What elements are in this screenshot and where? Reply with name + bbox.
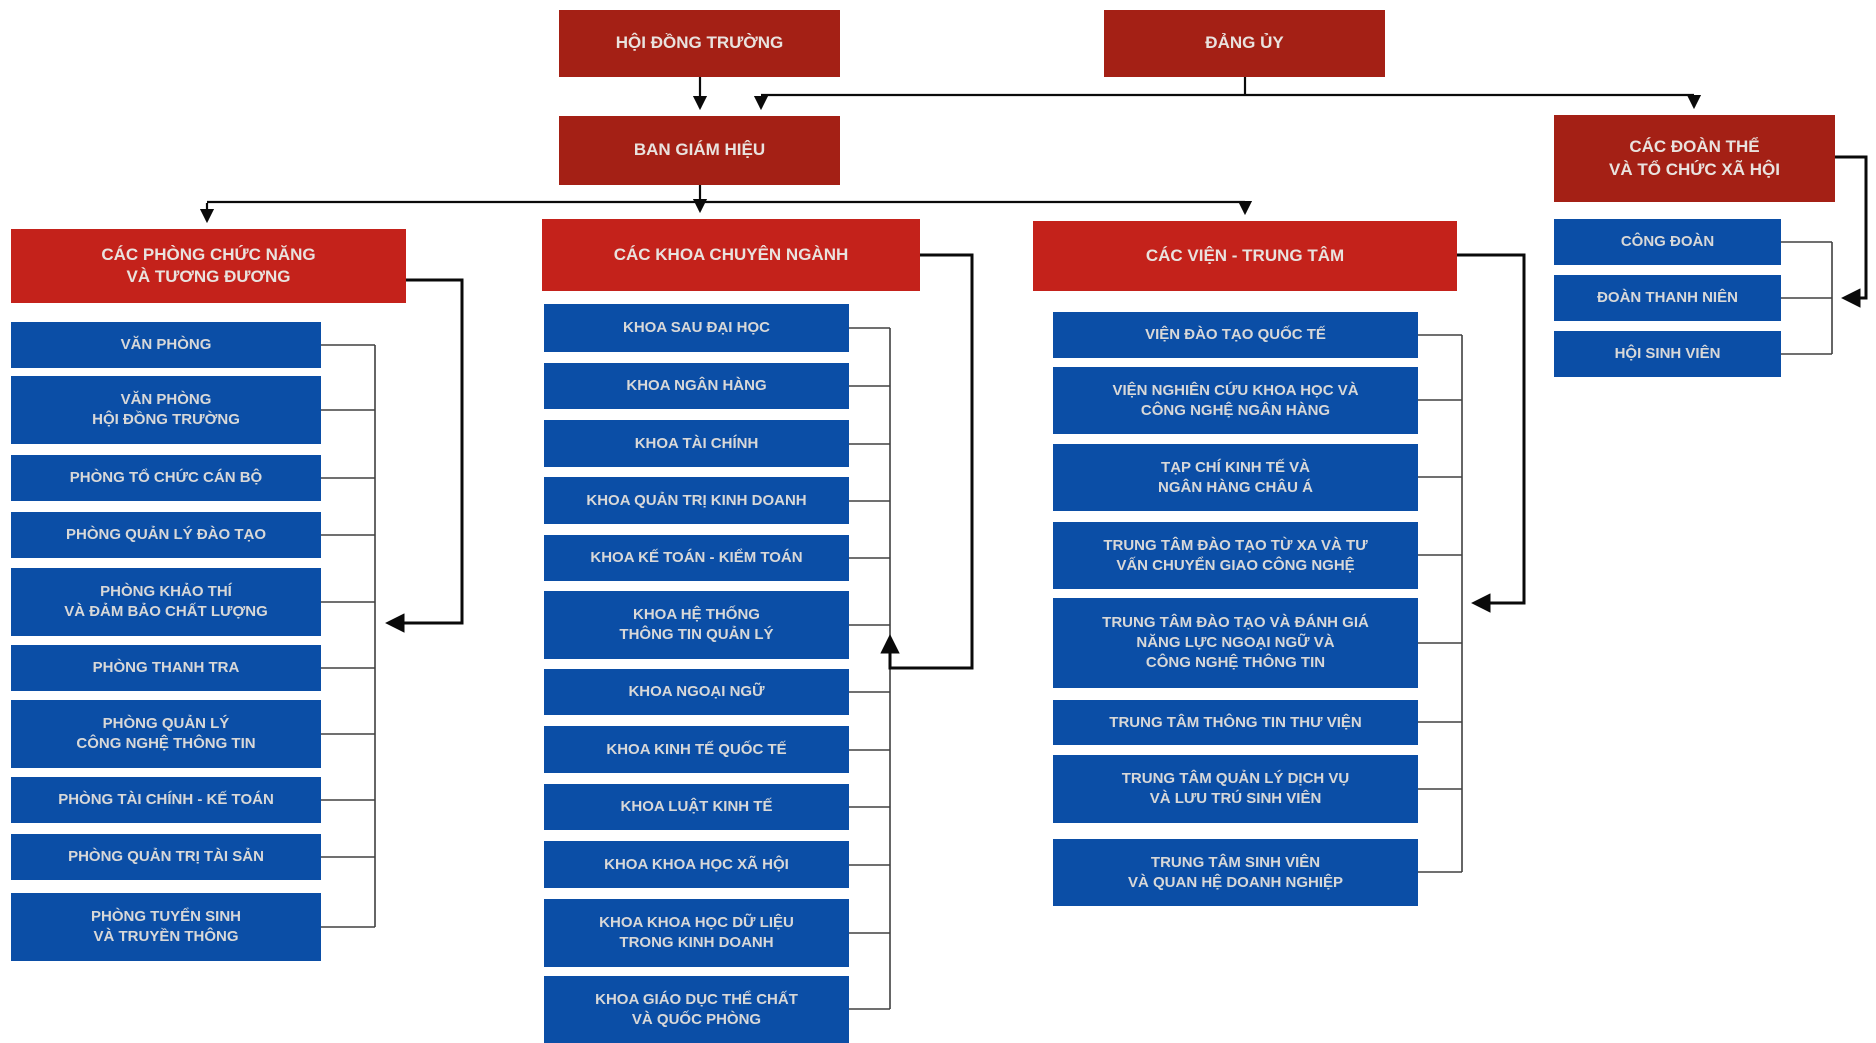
org-box: VĂN PHÒNG HỘI ĐỒNG TRƯỜNG [11,376,321,444]
column-header-vien: CÁC VIỆN - TRUNG TÂM [1033,221,1457,291]
org-box: CÔNG ĐOÀN [1554,219,1781,265]
column-header-phong: CÁC PHÒNG CHỨC NĂNG VÀ TƯƠNG ĐƯƠNG [11,229,406,303]
org-box: PHÒNG KHẢO THÍ VÀ ĐẢM BẢO CHẤT LƯỢNG [11,568,321,636]
org-box: PHÒNG TUYỂN SINH VÀ TRUYỀN THÔNG [11,893,321,961]
org-box: PHÒNG TỔ CHỨC CÁN BỘ [11,455,321,501]
org-box: KHOA NGOẠI NGỮ [544,669,849,715]
org-box: KHOA KINH TẾ QUỐC TẾ [544,726,849,773]
org-box: KHOA HỆ THỐNG THÔNG TIN QUẢN LÝ [544,591,849,659]
org-box: KHOA KHOA HỌC XÃ HỘI [544,841,849,888]
org-box: KHOA GIÁO DỤC THỂ CHẤT VÀ QUỐC PHÒNG [544,976,849,1043]
org-box: PHÒNG TÀI CHÍNH - KẾ TOÁN [11,777,321,823]
org-box: VĂN PHÒNG [11,322,321,368]
org-box: PHÒNG THANH TRA [11,645,321,691]
org-box: KHOA TÀI CHÍNH [544,420,849,467]
org-box-ban-giam-hieu: BAN GIÁM HIỆU [559,116,840,185]
org-box: HỘI SINH VIÊN [1554,331,1781,377]
org-box: KHOA KHOA HỌC DỮ LIỆU TRONG KINH DOANH [544,899,849,967]
org-box: VIỆN ĐÀO TẠO QUỐC TẾ [1053,312,1418,358]
org-box: TRUNG TÂM QUẢN LÝ DỊCH VỤ VÀ LƯU TRÚ SIN… [1053,755,1418,823]
org-box: KHOA SAU ĐẠI HỌC [544,304,849,352]
org-box: TRUNG TÂM THÔNG TIN THƯ VIỆN [1053,700,1418,745]
org-box: KHOA KẾ TOÁN - KIỂM TOÁN [544,535,849,581]
org-box: KHOA QUẢN TRỊ KINH DOANH [544,477,849,524]
org-box: TRUNG TÂM SINH VIÊN VÀ QUAN HỆ DOANH NGH… [1053,839,1418,906]
column-header-khoa: CÁC KHOA CHUYÊN NGÀNH [542,219,920,291]
org-box: TRUNG TÂM ĐÀO TẠO TỪ XA VÀ TƯ VẤN CHUYỂN… [1053,522,1418,589]
org-box: ĐOÀN THANH NIÊN [1554,275,1781,321]
org-box-hoi-dong-truong: HỘI ĐỒNG TRƯỜNG [559,10,840,77]
org-box: PHÒNG QUẢN TRỊ TÀI SẢN [11,834,321,880]
org-box: TRUNG TÂM ĐÀO TẠO VÀ ĐÁNH GIÁ NĂNG LỰC N… [1053,598,1418,688]
org-box: KHOA NGÂN HÀNG [544,363,849,409]
org-box: TẠP CHÍ KINH TẾ VÀ NGÂN HÀNG CHÂU Á [1053,444,1418,511]
org-box-cac-doan-the: CÁC ĐOÀN THỂ VÀ TỔ CHỨC XÃ HỘI [1554,115,1835,202]
org-box-dang-uy: ĐẢNG ỦY [1104,10,1385,77]
org-box: PHÒNG QUẢN LÝ CÔNG NGHỆ THÔNG TIN [11,700,321,768]
org-box: KHOA LUẬT KINH TẾ [544,784,849,830]
org-box: PHÒNG QUẢN LÝ ĐÀO TẠO [11,512,321,558]
org-box: VIỆN NGHIÊN CỨU KHOA HỌC VÀ CÔNG NGHỆ NG… [1053,367,1418,434]
